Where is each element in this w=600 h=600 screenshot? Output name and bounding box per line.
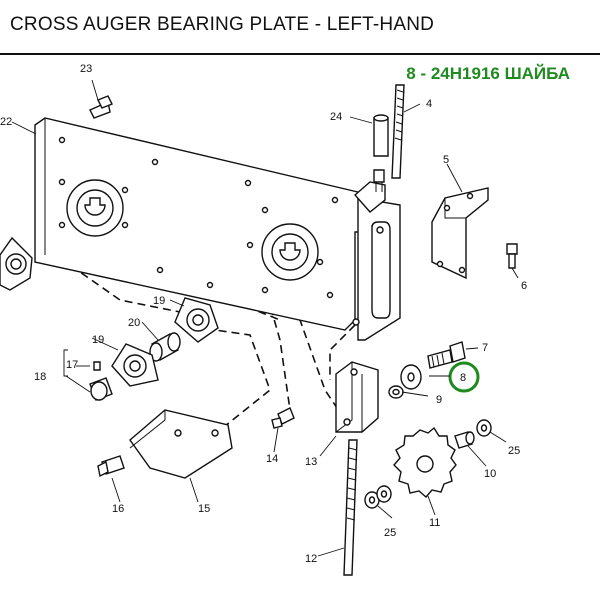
page-title: CROSS AUGER BEARING PLATE - LEFT-HAND xyxy=(10,14,435,35)
bearing-flange-19-upper xyxy=(174,297,219,343)
bolt-23 xyxy=(89,95,113,119)
bolt-14 xyxy=(271,407,295,429)
spacer-sleeve-24 xyxy=(373,114,389,157)
bracket-5 xyxy=(431,187,489,280)
small-bolt xyxy=(373,169,385,192)
highlighted-part-label: 8 - 24H1916 ШАЙБА xyxy=(406,64,570,83)
bearing-plate-22 xyxy=(34,117,363,331)
long-bolt-12 xyxy=(343,439,358,576)
bolt-16 xyxy=(97,455,125,478)
callout-7: 7 xyxy=(482,342,488,354)
washer-25-lower xyxy=(364,485,392,509)
callout-23: 23 xyxy=(80,63,92,75)
sprocket-11 xyxy=(393,426,457,498)
washer-8 xyxy=(400,364,422,390)
title-divider xyxy=(0,53,600,55)
leader-lines xyxy=(11,79,519,557)
callout-12: 12 xyxy=(305,553,317,565)
bearing-flange-left xyxy=(0,236,33,291)
callout-22: 22 xyxy=(0,116,12,128)
vertical-strap-bracket xyxy=(352,181,401,341)
callout-5: 5 xyxy=(443,154,449,166)
callout-20: 20 xyxy=(128,317,140,329)
washer-25-upper xyxy=(476,419,492,437)
bolt-7 xyxy=(427,341,466,369)
callout-4: 4 xyxy=(426,98,432,110)
spacer-10 xyxy=(454,431,475,449)
callout-9: 9 xyxy=(436,394,442,406)
callout-8: 8 xyxy=(460,372,466,384)
bearing-flange-19-lower xyxy=(111,343,159,387)
callout-10: 10 xyxy=(484,468,496,480)
callout-25-lower: 25 xyxy=(384,527,396,539)
set-screw-17 xyxy=(93,361,101,371)
idler-bracket-13 xyxy=(335,361,379,433)
highlight-ring xyxy=(448,361,480,393)
bolt-6 xyxy=(506,243,518,269)
callout-14: 14 xyxy=(266,453,278,465)
bushing-9 xyxy=(388,385,404,399)
plate-holes xyxy=(58,136,339,299)
callout-16: 16 xyxy=(112,503,124,515)
callout-labels: 4 5 6 7 8 9 10 11 12 13 14 15 16 17 18 1… xyxy=(0,63,527,565)
callout-11: 11 xyxy=(429,517,440,529)
callout-17: 17 xyxy=(66,359,78,371)
callout-18: 18 xyxy=(34,371,46,383)
shield-plate-15 xyxy=(129,409,233,479)
collar-18 xyxy=(89,377,113,401)
threaded-rod-4 xyxy=(391,84,405,179)
callout-15: 15 xyxy=(198,503,210,515)
bearing-20 xyxy=(149,332,181,362)
callout-13: 13 xyxy=(305,456,317,468)
callout-6: 6 xyxy=(521,280,527,292)
callout-24: 24 xyxy=(330,111,342,123)
callout-25-upper: 25 xyxy=(508,445,520,457)
callout-19-upper: 19 xyxy=(153,295,165,307)
callout-19-lower: 19 xyxy=(92,334,104,346)
